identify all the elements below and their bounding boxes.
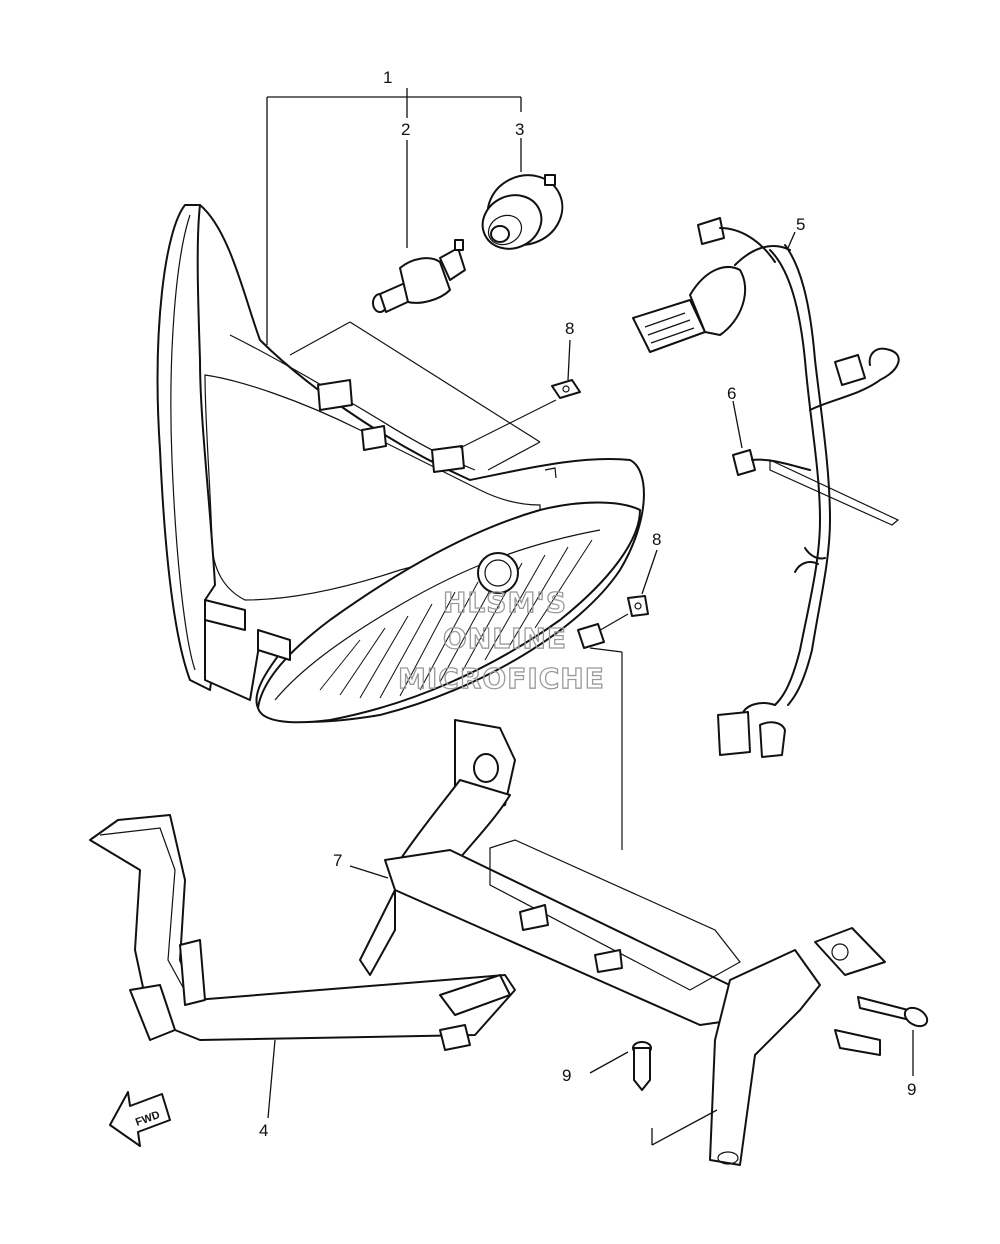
nut-upper xyxy=(459,339,581,449)
watermark-line-2: ONLINE xyxy=(443,622,567,655)
wire-harness xyxy=(632,217,900,758)
callout-2: 2 xyxy=(401,120,410,139)
cowling-stay xyxy=(89,814,516,1051)
callout-5: 5 xyxy=(796,215,805,234)
callout-9-right: 9 xyxy=(907,1080,916,1099)
callout-1: 1 xyxy=(383,68,392,87)
callout-3: 3 xyxy=(515,120,524,139)
callout-6: 6 xyxy=(727,384,736,403)
headlight-stay xyxy=(359,719,886,1166)
callout-1-bracket xyxy=(266,88,541,471)
nut-lower xyxy=(577,549,658,850)
bulb-cover xyxy=(481,174,564,250)
callout-8-upper: 8 xyxy=(565,319,574,338)
callout-8-lower: 8 xyxy=(652,530,661,549)
bolt-lower xyxy=(589,1041,718,1146)
callout-7: 7 xyxy=(333,851,342,870)
headlight-bulb xyxy=(372,239,466,313)
callout-9-lower: 9 xyxy=(562,1066,571,1085)
headlight-assembly xyxy=(156,204,645,724)
watermark-line-3: MICROFICHE xyxy=(398,662,605,695)
watermark-line-1: HLSM'S xyxy=(443,586,567,619)
callout-4: 4 xyxy=(259,1121,268,1140)
bolt-right xyxy=(857,996,929,1076)
watermark: HLSM'S ONLINE MICROFICHE xyxy=(397,585,605,695)
fwd-arrow-icon: FWD xyxy=(109,1091,171,1147)
